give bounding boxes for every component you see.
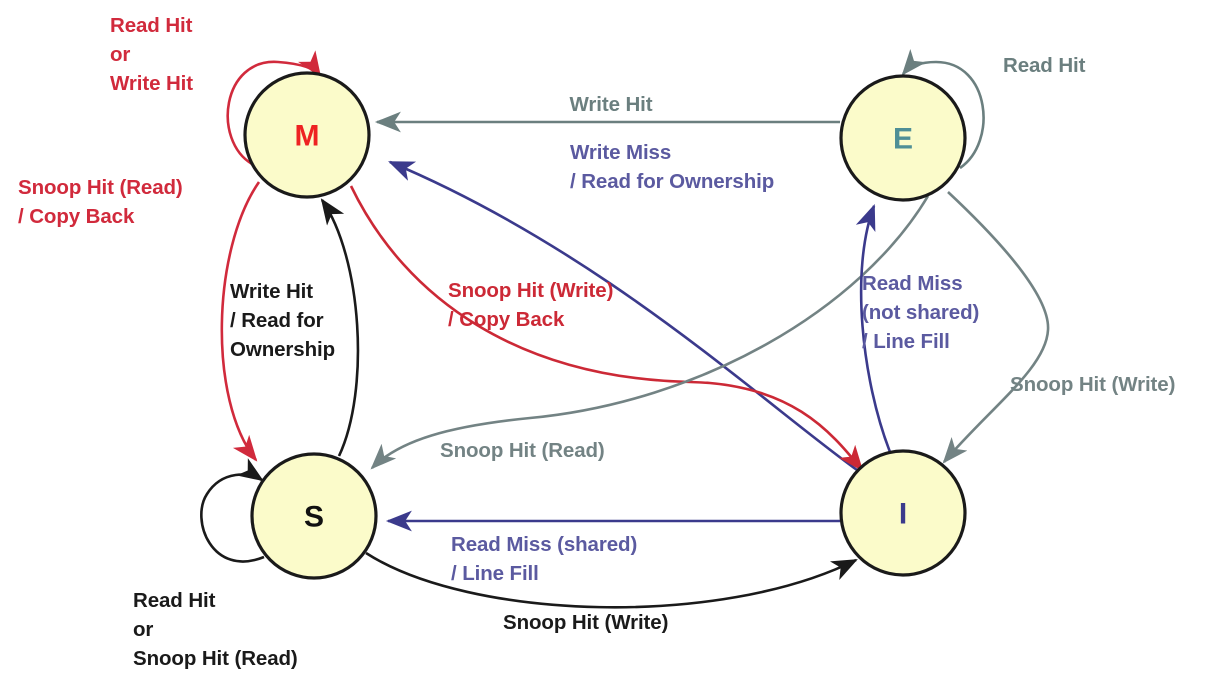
edge-label-line: Read Hit: [133, 589, 216, 612]
edge-label-e-to-m: Write Hit: [569, 93, 652, 116]
edge-s-to-m: [320, 198, 360, 457]
edge-label-line: / Copy Back: [18, 205, 135, 228]
state-label-e: E: [893, 123, 913, 156]
edge-label-line: Snoop Hit (Write): [1010, 373, 1175, 396]
edge-i-to-e: [855, 204, 892, 453]
edge-s-self-loop: [200, 458, 265, 563]
edge-i-to-m: [388, 160, 858, 472]
edge-label-i-to-m: Write Miss / Read for Ownership: [570, 141, 774, 193]
edge-label-i-to-e: Read Miss (not shared) / Line Fill: [862, 272, 979, 353]
edge-label-line: Snoop Hit (Read): [18, 176, 183, 199]
edge-label-s-to-m: Write Hit / Read for Ownership: [230, 280, 335, 361]
edge-label-line: Ownership: [230, 338, 335, 361]
state-node-m[interactable]: M: [243, 71, 371, 199]
state-label-m: M: [295, 120, 320, 153]
state-circle-m: [243, 71, 371, 199]
edge-e-to-i: [942, 191, 1050, 464]
edge-label-e-to-i: Snoop Hit (Write): [1010, 373, 1175, 396]
edge-e-self-loop: [901, 48, 985, 170]
state-circle-e: [839, 74, 967, 202]
edge-label-m-to-i: Snoop Hit (Write) / Copy Back: [448, 279, 613, 331]
edge-m-to-i: [349, 185, 864, 472]
edge-label-line: Write Hit: [230, 280, 313, 303]
edge-label-i-to-s: Read Miss (shared) / Line Fill: [451, 533, 637, 585]
edge-s-to-i: [365, 551, 858, 609]
edge-label-line: Read Miss: [862, 272, 963, 295]
edge-label-line: / Line Fill: [451, 562, 539, 585]
state-label-i: I: [899, 498, 907, 531]
edge-label-line: or: [133, 618, 153, 641]
edge-label-m-self-loop: Read Hit or Write Hit: [110, 14, 193, 95]
edge-label-line: Snoop Hit (Write): [503, 611, 668, 634]
edge-label-line: / Read for: [230, 309, 324, 332]
edge-label-m-to-s: Snoop Hit (Read) / Copy Back: [18, 176, 183, 228]
edge-label-s-to-i: Snoop Hit (Write): [503, 611, 668, 634]
edge-label-e-to-s: Snoop Hit (Read): [440, 439, 605, 462]
edge-label-s-self-loop: Read Hit or Snoop Hit (Read): [133, 589, 298, 670]
edge-label-line: Write Hit: [569, 93, 652, 116]
edge-label-line: (not shared): [862, 301, 979, 324]
edge-label-line: Read Hit: [110, 14, 193, 37]
edge-label-line: Read Miss (shared): [451, 533, 637, 556]
state-circle-s: [250, 452, 378, 580]
edge-label-line: / Read for Ownership: [570, 170, 774, 193]
edge-label-line: / Line Fill: [862, 330, 950, 353]
state-label-s: S: [304, 501, 324, 534]
edge-label-line: Write Hit: [110, 72, 193, 95]
edge-label-e-self-loop: Read Hit: [1003, 54, 1086, 77]
state-node-s[interactable]: S: [250, 452, 378, 580]
edge-e-to-s: [370, 195, 930, 470]
state-node-e[interactable]: E: [839, 74, 967, 202]
edge-label-line: or: [110, 43, 130, 66]
edge-label-line: Snoop Hit (Write): [448, 279, 613, 302]
edge-label-line: Read Hit: [1003, 54, 1086, 77]
edge-m-self-loop: [226, 50, 322, 166]
edge-label-line: Snoop Hit (Read): [133, 647, 298, 670]
state-node-i[interactable]: I: [839, 449, 967, 577]
edge-label-line: Write Miss: [570, 141, 671, 164]
state-circle-i: [839, 449, 967, 577]
edge-m-to-s: [220, 181, 261, 462]
edge-label-line: Snoop Hit (Read): [440, 439, 605, 462]
edge-label-line: / Copy Back: [448, 308, 565, 331]
